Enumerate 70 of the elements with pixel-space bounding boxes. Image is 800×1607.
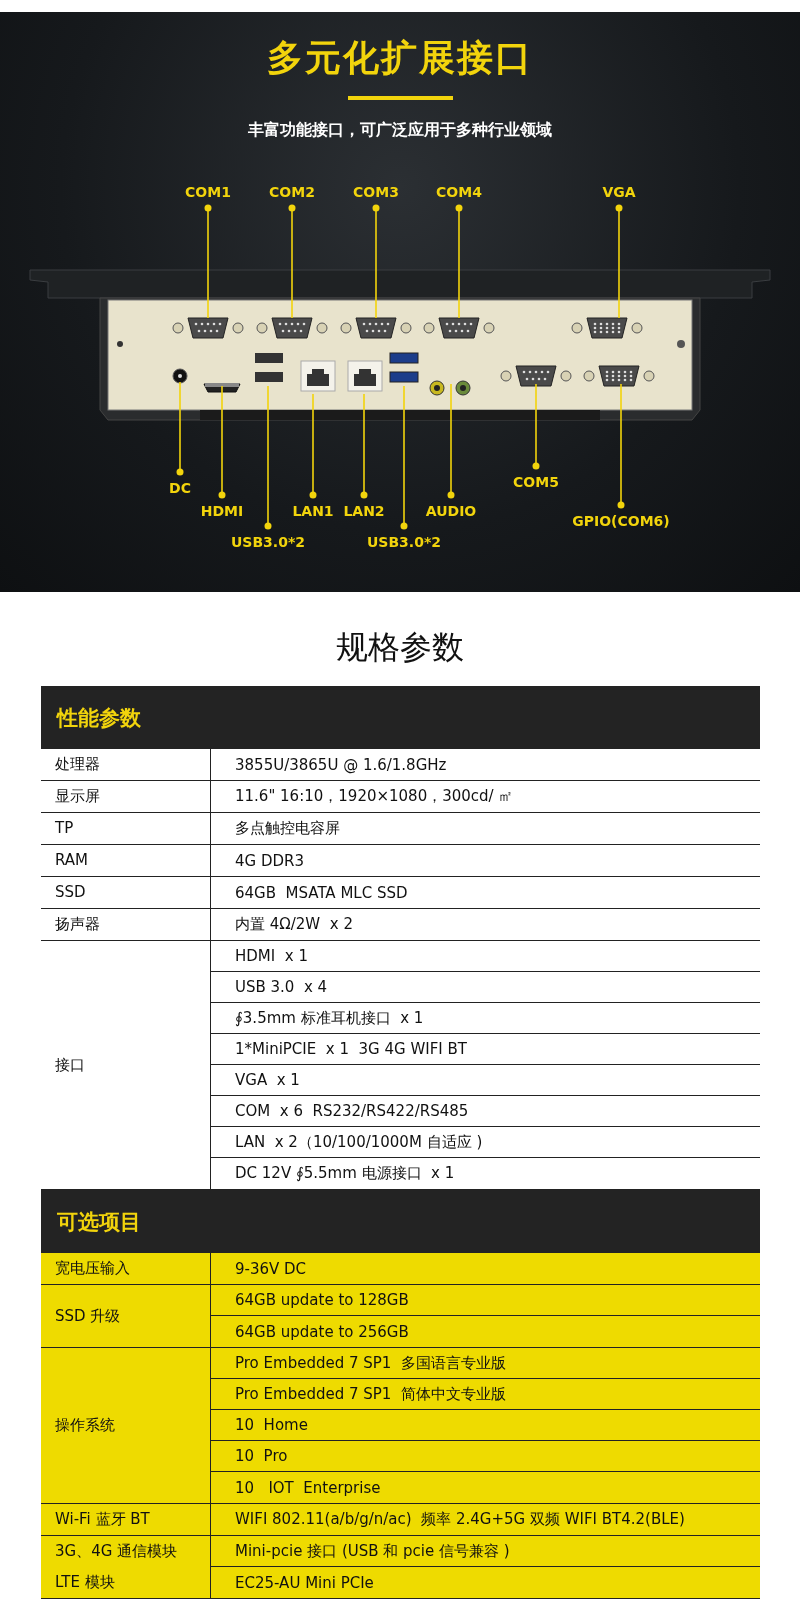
spec-name: TP — [41, 813, 211, 844]
spec-name: Wi-Fi 蓝牙 BT — [41, 1504, 211, 1535]
port-label: USB3.0*2 — [231, 526, 305, 552]
spec-value: LAN x 2（10/100/1000M 自适应 ) — [211, 1127, 760, 1158]
leader-line — [447, 383, 455, 499]
port-label: DC — [169, 472, 191, 498]
leader-line — [617, 383, 625, 509]
banner-title: 多元化扩展接口 — [266, 36, 534, 80]
port-label: USB3.0*2 — [367, 526, 441, 552]
spec-value: 64GB MSATA MLC SSD — [234, 882, 409, 904]
spec-value: 3855U/3865U @ 1.6/1.8GHz — [234, 754, 448, 776]
spec-name: SSD 升级 — [41, 1285, 211, 1347]
spec-value: 64GB update to 128GB — [211, 1285, 760, 1316]
leader-line — [615, 204, 623, 319]
port-label: LAN2 — [343, 495, 385, 521]
spec-value: 11.6" 16:10，1920×1080，300cd/ ㎡ — [234, 786, 515, 807]
spec-value: 内置 4Ω/2W x 2 — [234, 914, 354, 935]
spec-value: 9-36V DC — [234, 1258, 308, 1280]
port-label: COM2 — [269, 182, 315, 208]
spec-value: 10 Home — [211, 1410, 760, 1441]
spec-value: HDMI x 1 — [211, 941, 760, 972]
port-label: HDMI — [200, 495, 244, 521]
leader-line — [309, 393, 317, 499]
spec-value: Mini-pcie 接口 (USB 和 pcie 信号兼容 ) — [211, 1536, 760, 1567]
port-label: COM5 — [513, 466, 559, 492]
spec-value: USB 3.0 x 4 — [211, 972, 760, 1003]
spec-name: 操作系统 — [41, 1348, 211, 1503]
leader-line — [176, 381, 184, 476]
spec-value: COM x 6 RS232/RS422/RS485 — [211, 1096, 760, 1127]
leader-line — [204, 204, 212, 319]
spec-name: SSD — [41, 877, 211, 908]
spec-name: 接口 — [41, 941, 211, 1189]
leader-line — [400, 385, 408, 530]
leader-line — [288, 204, 296, 319]
port-label: LAN1 — [292, 495, 334, 521]
port-label: VGA — [602, 182, 636, 208]
spec-value: WIFI 802.11(a/b/g/n/ac) 频率 2.4G+5G 双频 WIFI BT4.2(BLE) — [234, 1509, 686, 1530]
leader-line — [372, 204, 380, 319]
spec-value: ∮3.5mm 标准耳机接口 x 1 — [211, 1003, 760, 1034]
port-label: COM1 — [185, 182, 231, 208]
spec-name: 宽电压输入 — [41, 1253, 211, 1284]
spec-value: Pro Embedded 7 SP1 多国语言专业版 — [211, 1348, 760, 1379]
leader-line — [264, 385, 272, 530]
spec-name: 扬声器 — [41, 909, 211, 940]
port-label: GPIO(COM6) — [572, 505, 670, 531]
spec-value: EC25-AU Mini PCIe — [234, 1572, 375, 1594]
spec-name: 3G、4G 通信模块 LTE 模块 — [41, 1536, 211, 1598]
leader-line — [455, 204, 463, 319]
spec-name: RAM — [41, 845, 211, 876]
section-title: 规格参数 — [335, 627, 465, 668]
section-header: 可选项目 — [41, 1190, 760, 1253]
leader-line — [532, 383, 540, 470]
spec-value: 多点触控电容屏 — [234, 818, 341, 839]
leader-line — [360, 393, 368, 499]
spec-value: 4G DDR3 — [234, 850, 305, 872]
spec-value: 10 IOT Enterprise — [234, 1477, 382, 1499]
section-header: 性能参数 — [41, 686, 760, 749]
spec-value: 1*MiniPCIE x 1 3G 4G WIFI BT — [211, 1034, 760, 1065]
spec-value: 10 Pro — [211, 1441, 760, 1472]
spec-value: DC 12V ∮5.5mm 电源接口 x 1 — [234, 1163, 456, 1184]
port-label: COM4 — [436, 182, 482, 208]
spec-value: Pro Embedded 7 SP1 简体中文专业版 — [211, 1379, 760, 1410]
spec-name: 显示屏 — [41, 781, 211, 812]
spec-name: 处理器 — [41, 749, 211, 780]
port-label: COM3 — [353, 182, 399, 208]
banner-subtitle: 丰富功能接口，可广泛应用于多种行业领域 — [247, 120, 553, 141]
spec-value: VGA x 1 — [211, 1065, 760, 1096]
spec-value: 64GB update to 256GB — [234, 1321, 410, 1343]
port-label: AUDIO — [425, 495, 477, 521]
leader-line — [218, 385, 226, 499]
